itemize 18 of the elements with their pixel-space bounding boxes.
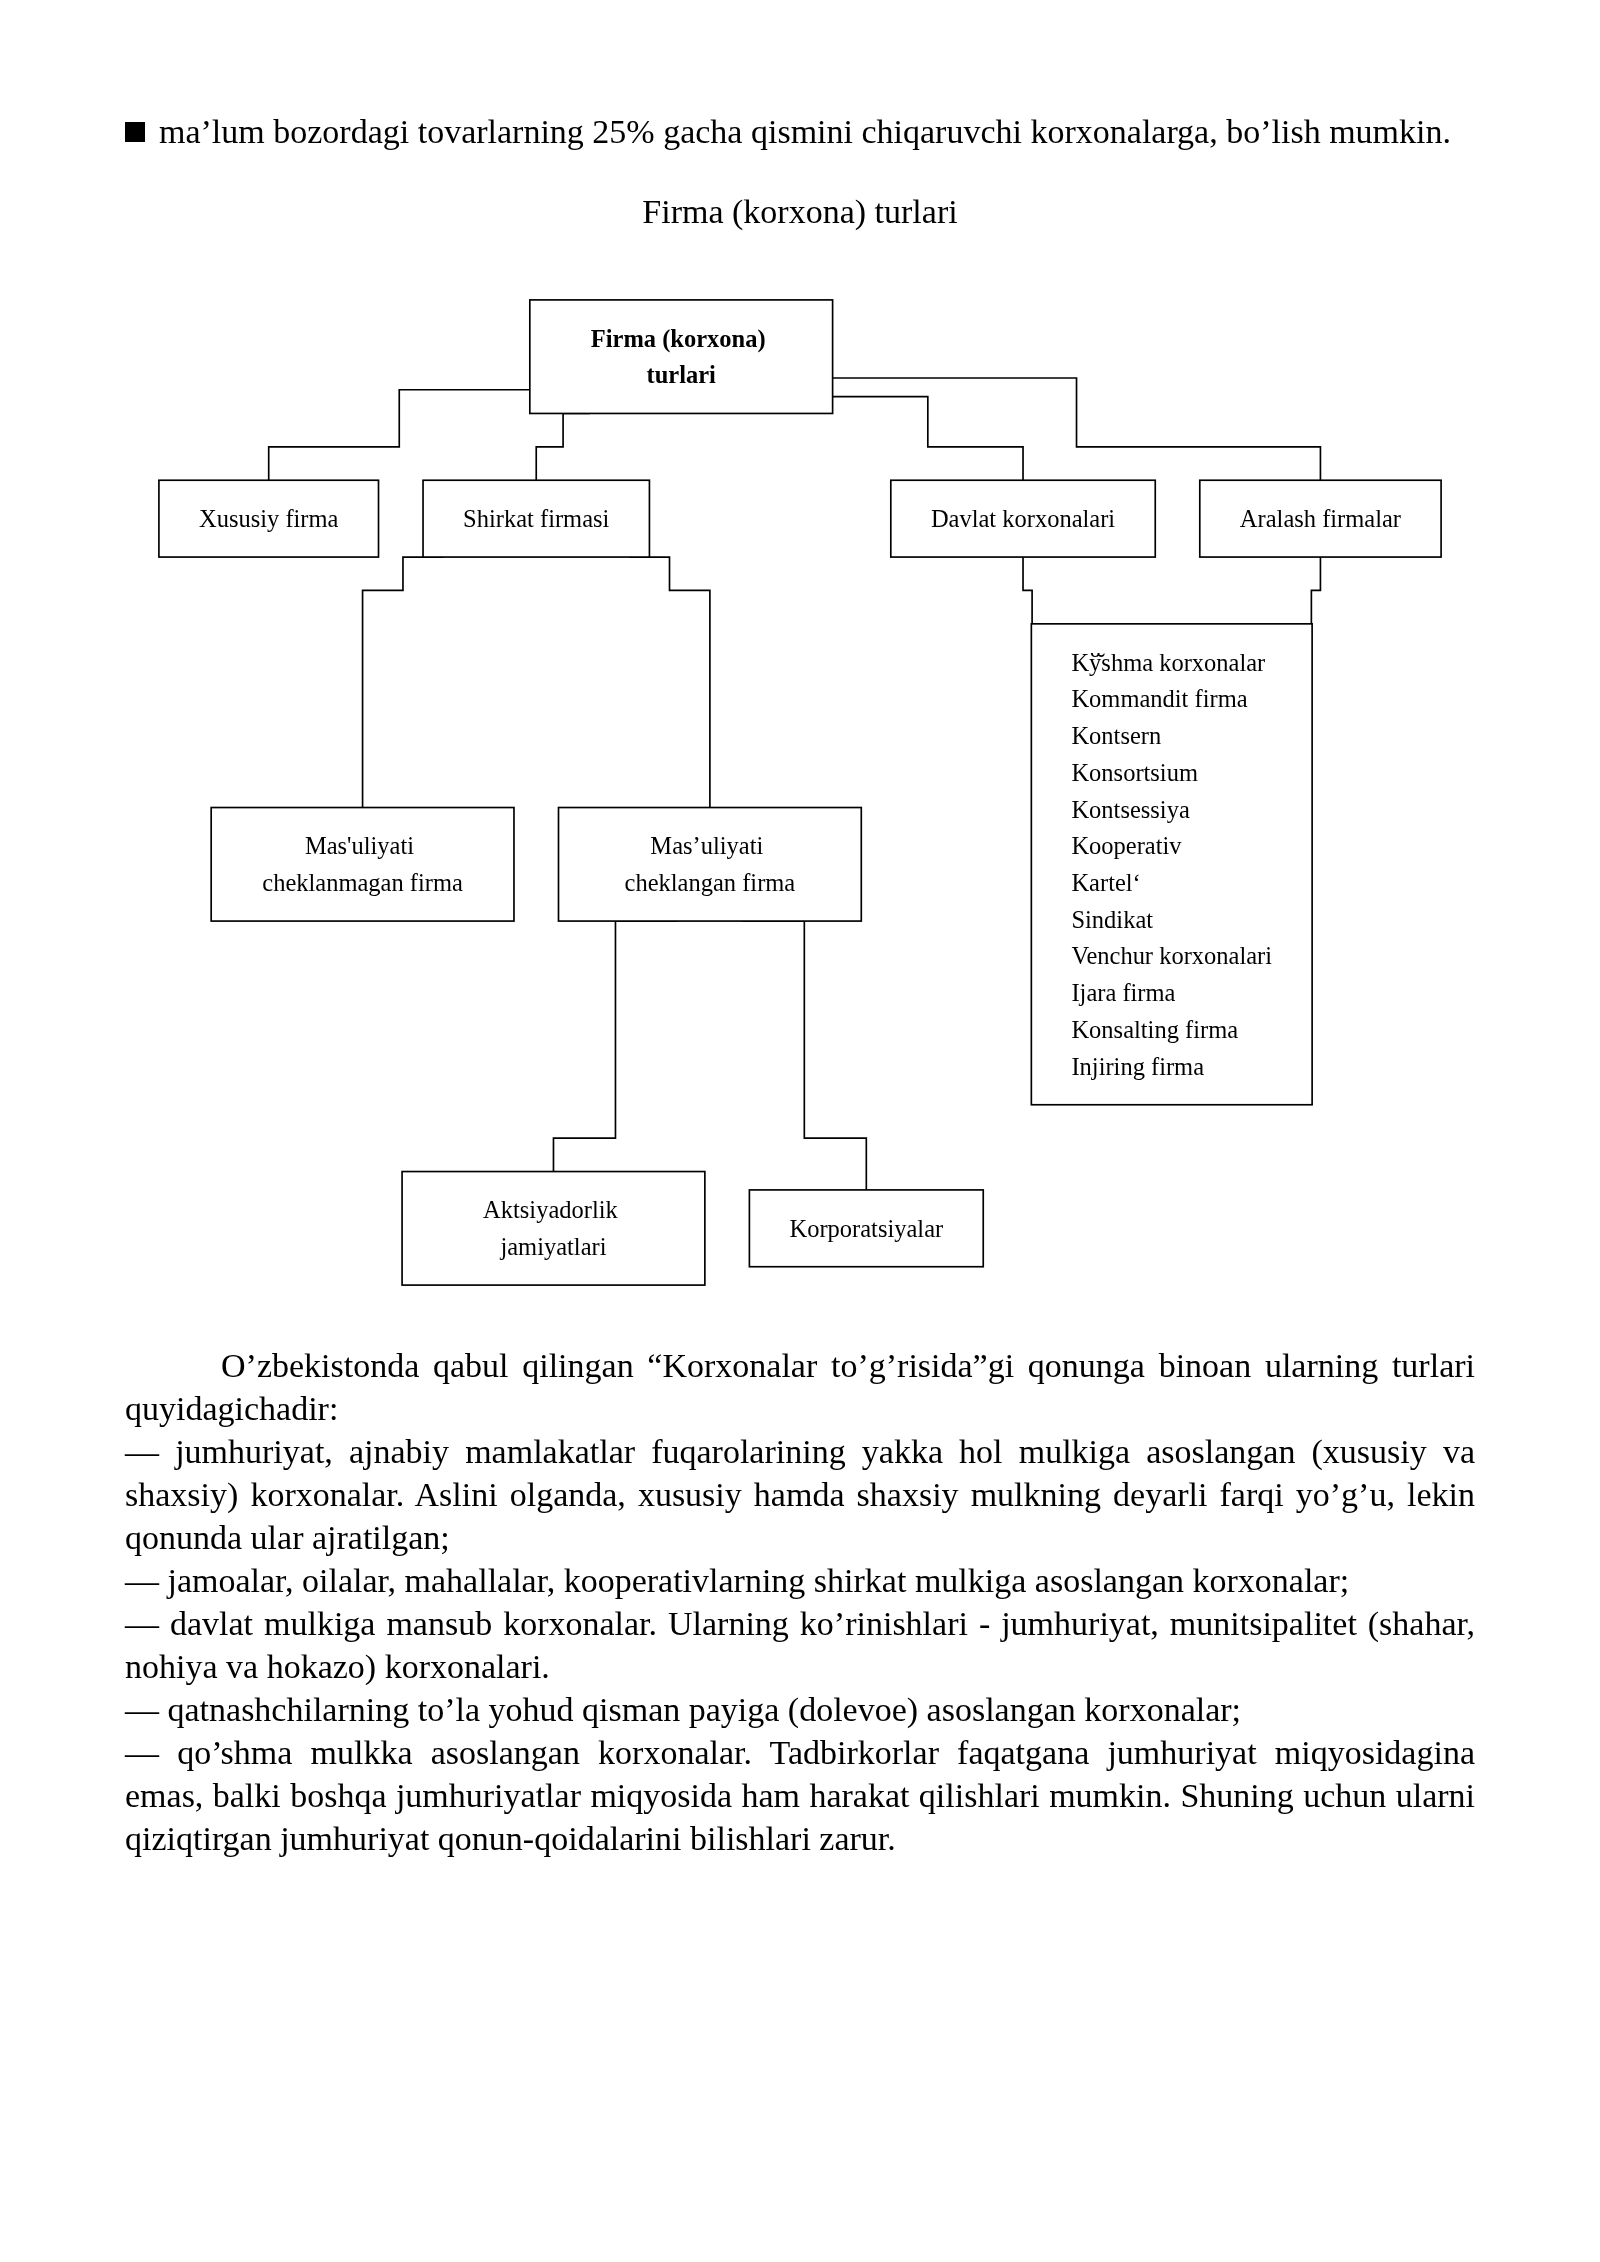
- paragraph: — qo’shma mulkka asoslangan korxonalar. Tadbirkorlar faqatgana jumhuriyat miqyosidagina emas, balki boshqa jumhuriyatlar miqyosida ham harakat qilishlari mumkin. Shuning uchun ularni qiziqtirgan jumhuriyat qonun-qoidalarini bilishlari zarur.: [125, 1733, 1475, 1859]
- node-box: Aktsiyadorlik jamiyatlari: [401, 1170, 706, 1286]
- title: Firma (korxona) turlari: [641, 193, 959, 231]
- node-box: Aralash firmalar: [1198, 479, 1442, 558]
- paragraph: O’zbekistonda qabul qilingan “Korxonalar to’g’risida”gi qonunga binoan ularning turlari quyidagichadir:: [125, 1346, 1475, 1429]
- node-box: Shirkat firmasi: [422, 479, 651, 558]
- node-box: Mas’uliyati cheklangan firma: [557, 806, 863, 922]
- node-box: Korporatsiyalar: [748, 1189, 985, 1268]
- paragraph: — jumhuriyat, ajnabiy mamlakatlar fuqarolarining yakka hol mulkiga asoslangan (xususiy va shaxsiy) korxonalar. Aslini olganda, xususiy hamda shaxsiy mulkning deyarli farqi yo’g’u, lekin qonunda ular ajratilgan;: [125, 1432, 1475, 1558]
- paragraph: — jamoalar, oilalar, mahallalar, kooperativlarning shirkat mulkiga asoslangan korxonalar;: [125, 1561, 1351, 1601]
- node-box: Kў̆shma korxonalar Kommandit firma Kontsern Konsortsium Kontsessiya Kooperativ Kartel‘ Sindikat Venchur korxonalari Ijara firma Konsalting firma Injiring firma: [1030, 623, 1313, 1106]
- paragraph: ma’lum bozordagi tovarlarning 25% gacha qismini chiqaruvchi korxonalarga, bo’lish mumkin.: [159, 112, 1451, 152]
- paragraph: — davlat mulkiga mansub korxonalar. Ularning ko’rinishlari - jumhuriyat, munitsipalitet (shahar, nohiya va hokazo) korxonalari.: [125, 1604, 1475, 1687]
- node-box: Firma (korxona) turlari: [529, 299, 834, 415]
- node-box: Davlat korxonalari: [889, 479, 1157, 558]
- paragraph: — qatnashchilarning to’la yohud qisman payiga (dolevoe) asoslangan korxonalar;: [125, 1690, 1243, 1730]
- node-box: Xususiy firma: [158, 479, 380, 558]
- node-box: Mas'uliyati cheklanmagan firma: [210, 806, 515, 922]
